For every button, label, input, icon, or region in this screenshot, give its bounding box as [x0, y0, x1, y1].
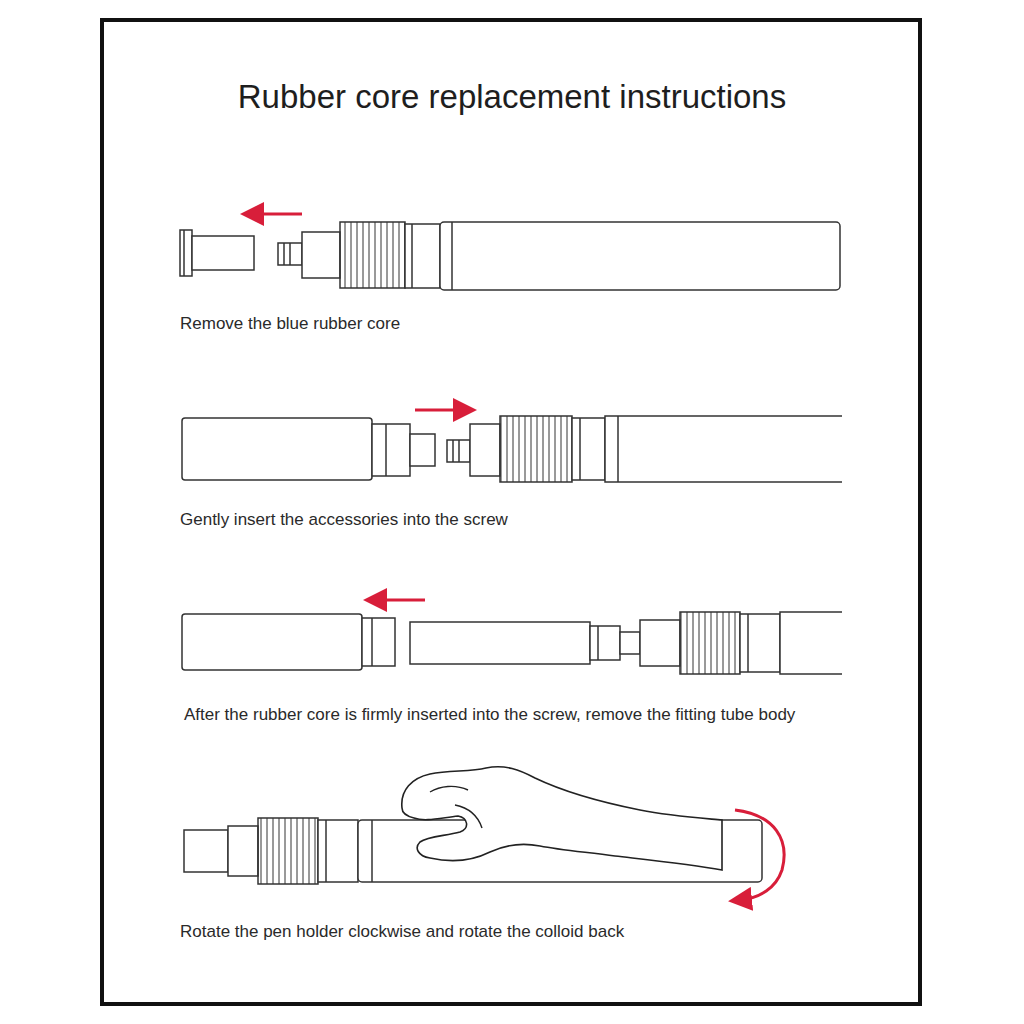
step-caption: Rotate the pen holder clockwise and rota… [180, 922, 624, 942]
title: Rubber core replacement instructions [0, 78, 1024, 116]
hand [402, 767, 722, 870]
step3-pen [182, 612, 842, 674]
frame [102, 20, 920, 1004]
step-caption: Gently insert the accessories into the s… [180, 510, 508, 530]
step2-pen [182, 416, 842, 482]
step-caption: Remove the blue rubber core [180, 314, 400, 334]
step-caption: After the rubber core is firmly inserted… [184, 705, 795, 725]
step1-pen [180, 222, 840, 290]
